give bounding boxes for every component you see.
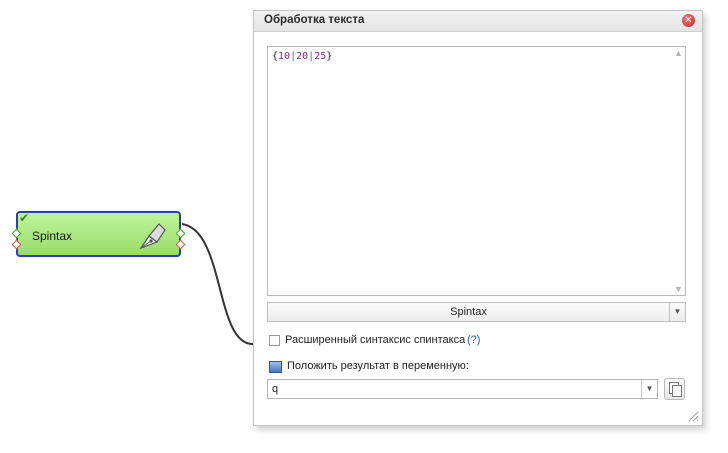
advanced-syntax-checkbox[interactable] [269,335,280,346]
spintax-node[interactable]: ✔ Spintax [11,211,186,257]
advanced-syntax-label[interactable]: Расширенный синтаксис спинтакса [285,334,466,346]
output-port-error[interactable] [175,239,186,250]
editor-separator: | [290,51,297,62]
editor-brace-open: { [272,51,279,62]
scroll-down-icon[interactable]: ▼ [674,284,683,294]
output-port-success[interactable] [175,228,186,239]
chevron-down-icon[interactable]: ▼ [669,303,685,321]
editor-token: 25 [314,51,327,62]
mode-dropdown[interactable]: Spintax ▼ [267,302,686,322]
input-port-error[interactable] [11,239,22,250]
input-port-success[interactable] [11,228,22,239]
editor-separator: | [308,51,315,62]
check-icon: ✔ [19,211,30,225]
variable-icon [269,361,282,373]
copy-icon [672,385,682,397]
editor-token: 20 [296,51,309,62]
editor-token: 10 [278,51,291,62]
chevron-down-icon[interactable]: ▼ [641,380,657,398]
resize-grip-icon[interactable] [687,410,699,422]
variable-input-value: q [272,383,279,395]
editor-content[interactable]: {10|20|25} [272,51,332,62]
editor-scrollbar[interactable]: ▲ ▼ [671,47,685,295]
save-variable-label: Положить результат в переменную: [287,360,469,372]
panel-title: Обработка текста [264,14,365,26]
copy-button[interactable] [664,378,685,400]
pen-nib-icon [139,223,166,250]
variable-input[interactable]: q ▼ [267,379,658,399]
panel-header: Обработка текста ✕ [254,11,702,32]
node-label: Spintax [32,229,73,243]
editor-brace-close: } [326,51,333,62]
mode-dropdown-value: Spintax [450,306,487,318]
scroll-up-icon[interactable]: ▲ [674,48,683,58]
close-icon[interactable]: ✕ [682,14,695,27]
help-link[interactable]: (?) [467,334,481,346]
text-editor[interactable]: {10|20|25} ▲ ▼ [267,46,686,296]
text-processing-panel: Обработка текста ✕ {10|20|25} ▲ ▼ Spinta… [253,10,703,426]
